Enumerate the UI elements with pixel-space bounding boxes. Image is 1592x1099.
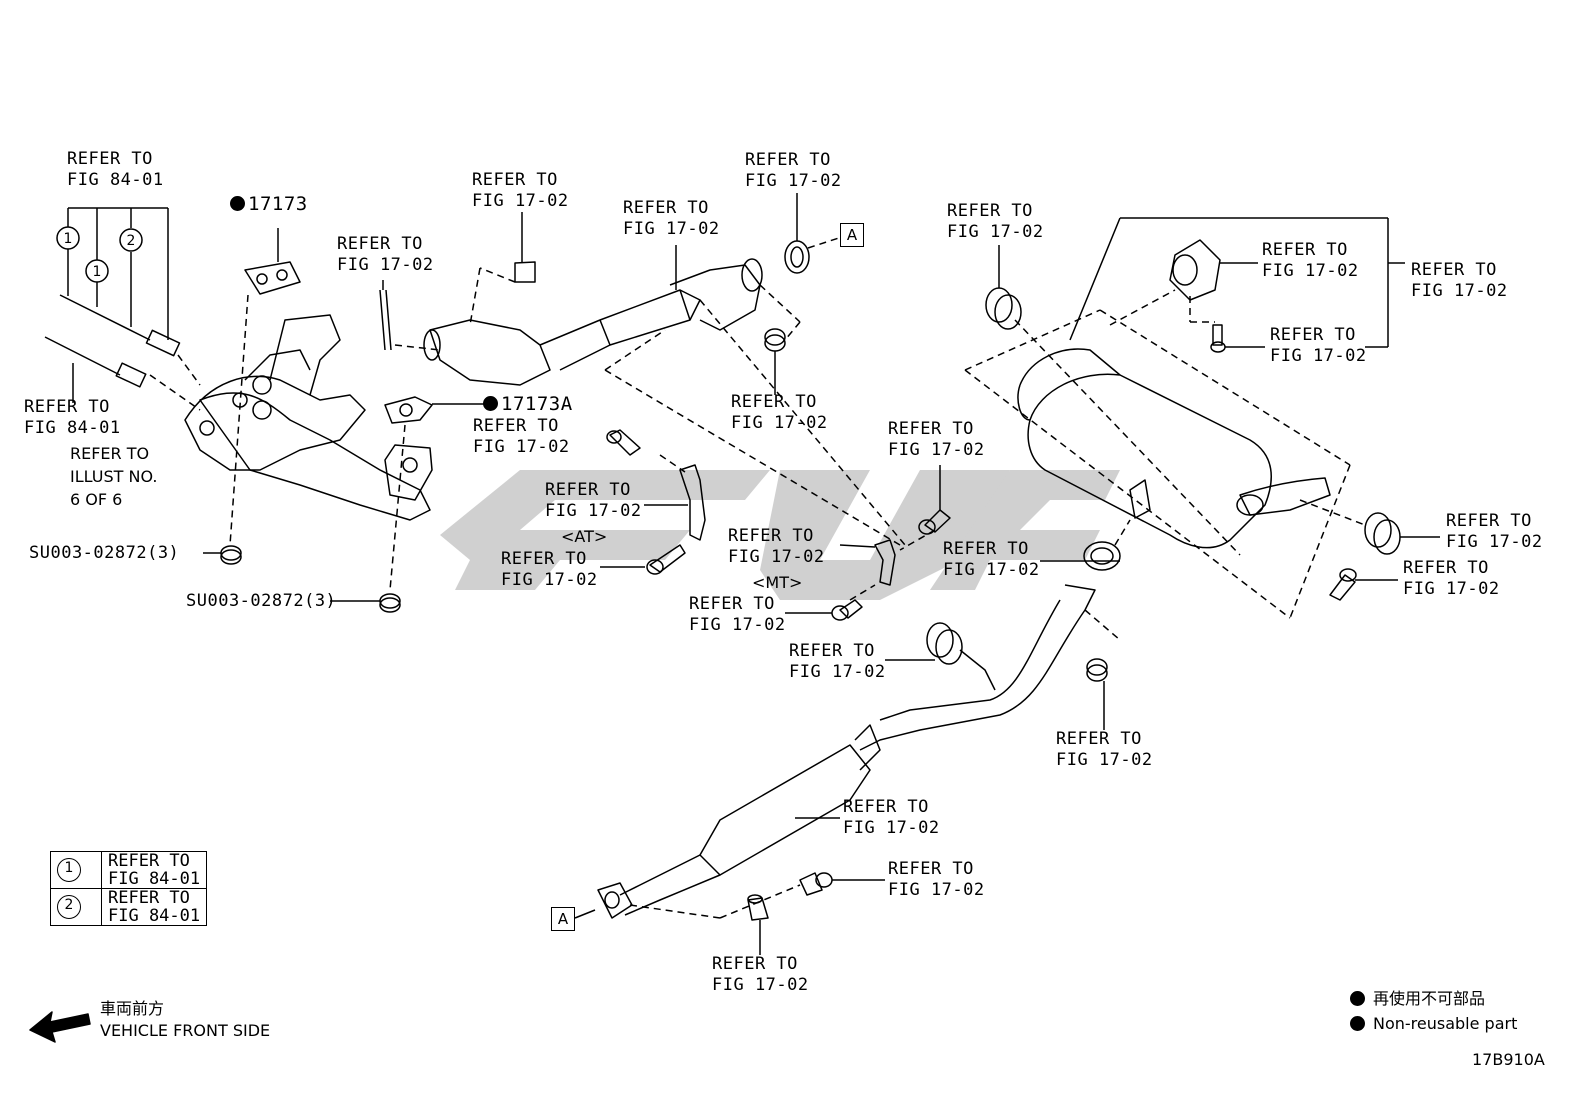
exhaust-manifold <box>184 314 433 521</box>
non-reusable-dot-icon <box>1350 1016 1365 1031</box>
bolt-bottom <box>799 872 833 896</box>
center-pipe-resonator <box>597 584 1096 919</box>
non-reusable-dot-icon <box>1350 991 1365 1006</box>
gasket-17173a <box>384 396 433 424</box>
vehicle-front-label: 車両前方 VEHICLE FRONT SIDE <box>100 999 271 1040</box>
callout-1-left-text: 1 <box>64 231 73 247</box>
hanger-rubber-right <box>1364 512 1401 555</box>
callout-1-center-text: 1 <box>93 264 102 280</box>
stud-bottom <box>747 894 769 921</box>
bracket-mt <box>874 539 896 586</box>
legend-callout-1: 1 <box>57 858 81 882</box>
legend-callout-2: 2 <box>57 895 81 919</box>
label-at: <AT> <box>561 527 608 546</box>
ring-gasket-top <box>784 240 810 274</box>
part-17173: 17173 <box>230 194 308 215</box>
bolt-muffler-front <box>918 509 951 535</box>
o2-sensor-right <box>59 294 181 357</box>
bolt-hanger-top <box>1210 324 1226 353</box>
hanger-rubber-left <box>985 287 1022 330</box>
o2-sensor-left <box>44 336 147 388</box>
bolt-muffler-rear <box>1329 568 1357 601</box>
connection-marker-a-top: A <box>840 223 864 247</box>
front-side-arrow-icon <box>29 1011 91 1043</box>
label-mt: <MT> <box>752 573 803 592</box>
connection-marker-a-bottom: A <box>551 907 575 931</box>
non-reusable-dot-icon <box>483 396 498 411</box>
main-muffler <box>1017 348 1331 549</box>
part-17173a: 17173A <box>483 394 573 415</box>
non-reusable-dot-icon <box>230 196 245 211</box>
pipe-clamp-nut <box>514 261 536 283</box>
callout-1-left <box>56 226 80 250</box>
label-su-part-left: SU003-02872(3) <box>29 543 180 563</box>
gasket-17173 <box>244 261 301 295</box>
hanger-rubber-top <box>1169 239 1221 301</box>
nut-su003-right <box>379 593 401 613</box>
bolt-at-bottom <box>646 544 686 575</box>
hanger-rubber-center <box>926 622 963 665</box>
ring-gasket-center <box>1083 541 1121 571</box>
flange-nut-center <box>1086 658 1108 682</box>
callout-2 <box>119 228 143 252</box>
callout-2-text: 2 <box>127 233 136 249</box>
non-reusable-legend: 再使用不可部品 Non-reusable part <box>1350 986 1517 1036</box>
front-catalytic-pipe <box>423 258 763 386</box>
nut-su003-left <box>220 545 242 565</box>
bolt-at-top <box>606 429 641 456</box>
flange-nut-top <box>764 328 786 352</box>
bracket-at <box>679 464 706 541</box>
figure-code: 17B910A <box>1472 1050 1545 1069</box>
bolt-mt <box>831 599 863 621</box>
callout-1-center <box>85 259 109 283</box>
label-su-part-right: SU003-02872(3) <box>186 591 337 611</box>
watermark-logo <box>440 470 1120 600</box>
